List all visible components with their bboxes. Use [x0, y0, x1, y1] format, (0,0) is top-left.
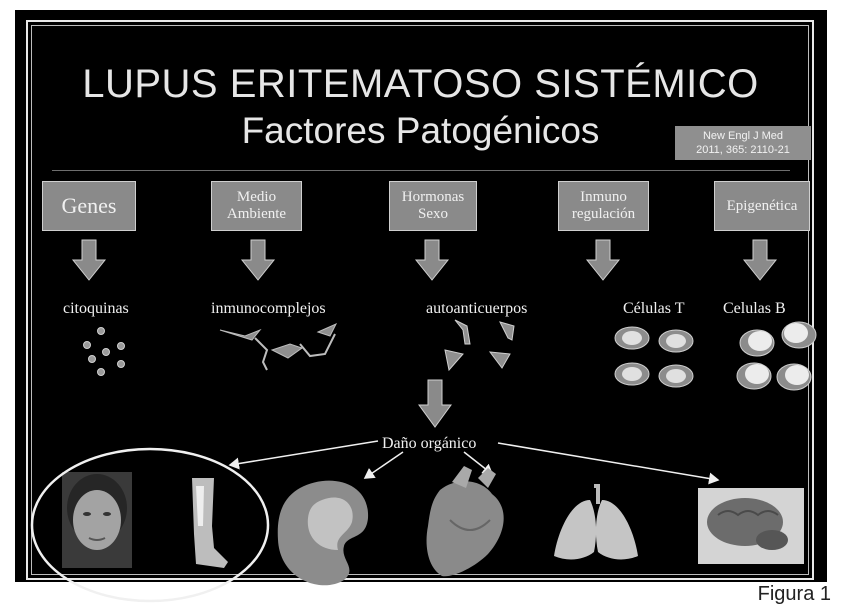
immune-complex-icon [219, 322, 338, 371]
title-divider [52, 170, 790, 171]
damage-arrow-kidney [363, 451, 404, 479]
label-celulas-b: Celulas B [723, 300, 786, 317]
factor-hormonas-sexo: Hormonas Sexo [389, 181, 477, 231]
figure-label: Figura 1 [757, 583, 831, 605]
damage-arrow-skin [228, 440, 379, 470]
face-image-icon [62, 472, 132, 568]
slide-inner-frame [31, 25, 809, 575]
label-inmunocomplejos: inmunocomplejos [211, 300, 326, 317]
b-cell-icon [736, 321, 817, 391]
down-arrow-icon [71, 239, 107, 281]
factor-label: Hormonas Sexo [401, 189, 465, 222]
factor-inmunoregulacion: Inmuno regulación [558, 181, 649, 231]
factor-label: Genes [61, 193, 117, 218]
brain-icon [698, 488, 804, 564]
t-cell-icon [614, 326, 694, 388]
slide-title: LUPUS ERITEMATOSO SISTÉMICO [82, 62, 759, 106]
slide-frame [26, 20, 814, 580]
slide-subtitle: Factores Patogénicos [241, 110, 600, 151]
factor-medio-ambiente: Medio Ambiente [211, 181, 302, 231]
factor-label: Inmuno regulación [571, 189, 636, 222]
label-autoanticuerpos: autoanticuerpos [426, 300, 528, 317]
heart-icon [426, 466, 504, 577]
down-arrow-icon [742, 239, 778, 281]
factor-epigenetica: Epigenética [714, 181, 810, 231]
reference-box: New Engl J Med 2011, 365: 2110-21 [675, 126, 811, 160]
down-arrow-icon [414, 239, 450, 281]
cytokine-dots-icon [83, 327, 125, 376]
slide-background [15, 10, 827, 582]
highlight-ellipse [30, 447, 270, 603]
factor-label: Medio Ambiente [226, 189, 287, 222]
label-citoquinas: citoquinas [63, 300, 129, 317]
factor-label: Epigenética [726, 197, 798, 214]
kidney-icon [277, 480, 369, 586]
down-arrow-icon [585, 239, 621, 281]
down-arrow-icon [240, 239, 276, 281]
damage-arrow-brain [497, 442, 720, 485]
leg-joints-icon [192, 478, 228, 568]
lungs-icon [554, 484, 638, 560]
antibody-icon [444, 319, 515, 372]
down-arrow-icon [418, 379, 452, 428]
label-celulas-t: Células T [623, 300, 685, 317]
factor-genes: Genes [42, 181, 136, 231]
label-dano-organico: Daño orgánico [382, 435, 477, 452]
